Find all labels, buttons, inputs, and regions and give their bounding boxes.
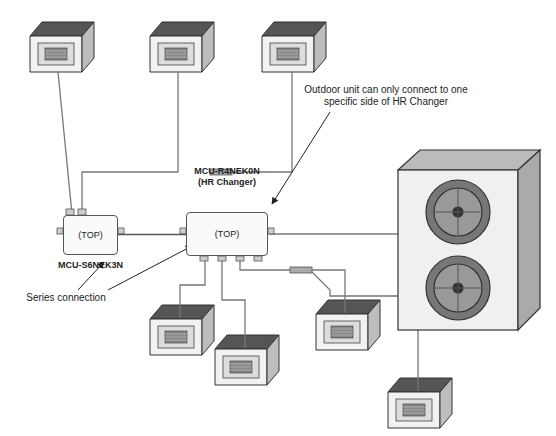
- top-mark: (TOP): [215, 229, 239, 239]
- top-mark: (TOP): [78, 230, 102, 240]
- branch-box: (TOP)MCU-S6NEK3N: [63, 215, 118, 255]
- series-pipe: [118, 234, 186, 236]
- hr-changer-box: MCU-R4NEK0N (HR Changer)(TOP): [186, 212, 268, 256]
- callout-note: Outdoor unit can only connect to one spe…: [300, 84, 472, 108]
- callout-note: Series connection: [10, 292, 122, 304]
- model-name: MCU-S6NEK3N: [46, 260, 136, 270]
- model-name: MCU-R4NEK0N (HR Changer): [189, 166, 265, 187]
